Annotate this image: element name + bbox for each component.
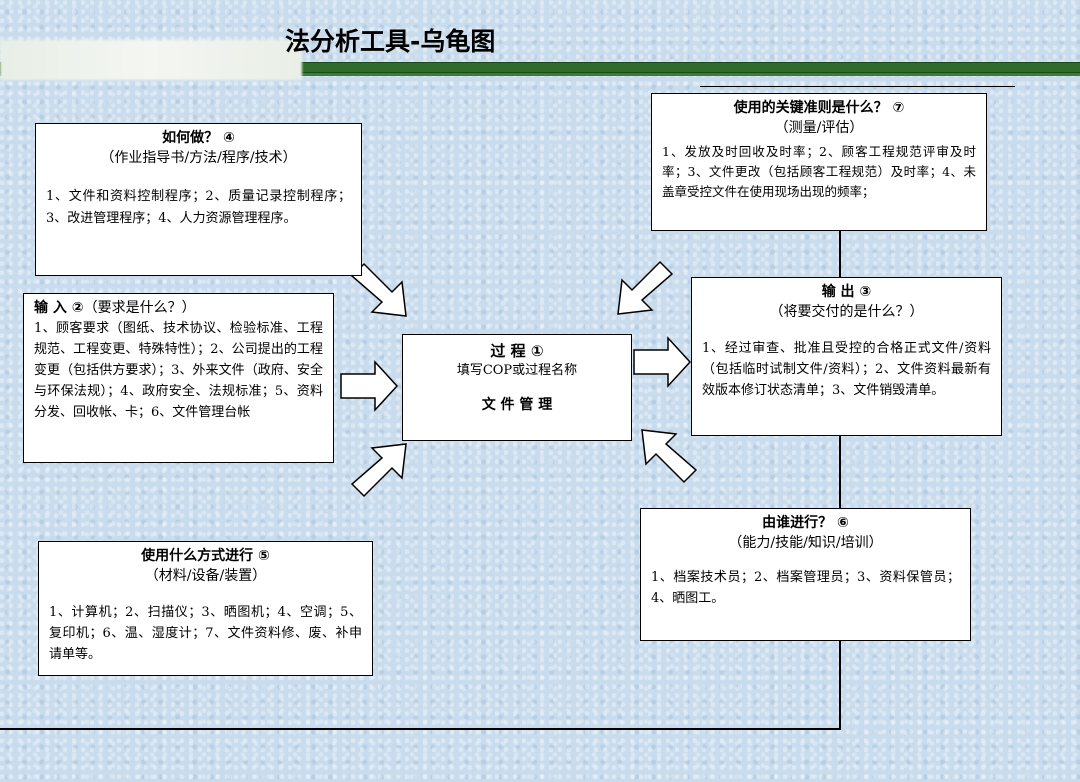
arrow-from-criteria-icon: [617, 260, 674, 315]
output-box: 输 出 ③ （将要交付的是什么？） 1、经过审查、批准且受控的合格正式文件/资料…: [691, 277, 1002, 436]
header-stripe: [0, 73, 1080, 76]
input-heading-suffix: （要求是什么？）: [83, 300, 196, 316]
input-body: 1、顾客要求（图纸、技术协议、检验标准、工程规范、工程变更、特殊特性）；2、公司…: [34, 321, 323, 420]
who-subtitle: （能力/技能/知识/培训）: [728, 535, 883, 551]
criteria-subtitle: （测量/评估）: [774, 120, 864, 136]
arrow-from-input-icon: [340, 360, 399, 412]
connector-line-right: [839, 230, 841, 730]
process-heading: 过 程 ①: [490, 342, 544, 360]
how-subtitle: （作业指导书/方法/程序/技术）: [100, 150, 297, 166]
page-title: 法分析工具-乌龟图: [285, 27, 496, 56]
process-box: 过 程 ① 填写COP或过程名称 文 件 管 理: [402, 334, 632, 441]
means-heading: 使用什么方式进行 ⑤: [141, 548, 270, 564]
input-heading-line: 输 入 ②（要求是什么？）: [24, 298, 333, 318]
criteria-heading: 使用的关键准则是什么？ ⑦: [733, 100, 905, 116]
connector-line-bottom: [0, 728, 841, 730]
means-box: 使用什么方式进行 ⑤ （材料/设备/装置） 1、计算机；2、扫描仪；3、晒图机；…: [38, 541, 373, 676]
output-subtitle: （将要交付的是什么？）: [769, 304, 924, 320]
arrow-from-how-icon: [350, 262, 407, 317]
criteria-box: 使用的关键准则是什么？ ⑦ （测量/评估） 1、发放及时回收及时率；2、顾客工程…: [651, 93, 987, 231]
header-decoration: [0, 40, 302, 80]
how-body: 1、文件和资料控制程序；2、质量记录控制程序；3、改进管理程序；4、人力资源管理…: [46, 189, 351, 226]
arrow-to-output-icon: [633, 336, 692, 388]
process-name: 文 件 管 理: [481, 397, 553, 413]
arrow-from-who-icon: [641, 429, 698, 484]
output-heading: 输 出 ③: [821, 284, 872, 300]
who-box: 由谁进行？ ⑥ （能力/技能/知识/培训） 1、档案技术员；2、档案管理员；3、…: [640, 508, 971, 641]
means-subtitle: （材料/设备/装置）: [144, 568, 267, 584]
arrow-from-means-icon: [350, 443, 407, 498]
how-box: 如何做？ ④ （作业指导书/方法/程序/技术） 1、文件和资料控制程序；2、质量…: [35, 123, 362, 276]
output-body: 1、经过审查、批准且受控的合格正式文件/资料（包括临时试制文件/资料）；2、文件…: [702, 341, 991, 398]
header-bar: [0, 62, 1080, 73]
who-body: 1、档案技术员；2、档案管理员；3、资料保管员；4、晒图工。: [651, 570, 960, 606]
input-heading: 输 入 ②: [34, 300, 84, 316]
who-heading: 由谁进行？ ⑥: [762, 515, 849, 531]
criteria-body: 1、发放及时回收及时率；2、顾客工程规范评审及时率；3、文件更改（包括顾客工程规…: [662, 144, 976, 199]
means-body: 1、计算机；2、扫描仪；3、晒图机；4、空调；5、复印机；6、温、湿度计；7、文…: [49, 605, 362, 662]
how-heading: 如何做？ ④: [162, 130, 235, 146]
top-rule: [700, 86, 1015, 87]
process-subtitle: 填写COP或过程名称: [456, 363, 578, 378]
input-box: 输 入 ②（要求是什么？） 1、顾客要求（图纸、技术协议、检验标准、工程规范、工…: [23, 293, 334, 463]
